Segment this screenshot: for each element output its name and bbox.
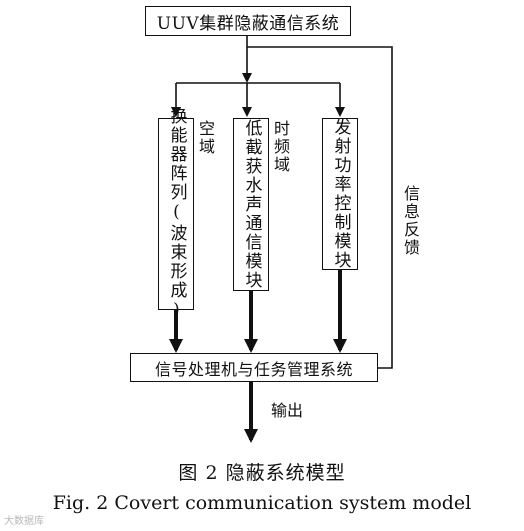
caption-english: Fig. 2 Covert communication system model <box>52 492 472 514</box>
module-right: 发射功率控制模块 <box>322 118 358 270</box>
label-feedback: 信息反馈 <box>401 185 420 257</box>
caption-chinese: 图 2 隐蔽系统模型 <box>178 462 346 484</box>
label-spatial-domain: 空域 <box>196 120 215 156</box>
watermark-logo: 大数据库 <box>4 516 44 527</box>
module-left: 换能器阵列(波束形成) <box>158 106 194 322</box>
top-box-label: UUV集群隐蔽通信系统 <box>156 13 340 34</box>
feedback-loop <box>247 46 393 369</box>
module-right-label: 发射功率控制模块 <box>330 118 351 270</box>
module-mid-label: 低截获水声通信模块 <box>241 119 262 290</box>
bottom-box: 信号处理机与任务管理系统 <box>130 353 378 382</box>
label-time-frequency-domain: 时频域 <box>271 120 290 174</box>
module-mid: 低截获水声通信模块 <box>233 118 269 291</box>
module-left-label: 换能器阵列(波束形成) <box>166 106 187 322</box>
output-label: 输出 <box>271 401 304 420</box>
bottom-box-label: 信号处理机与任务管理系统 <box>154 359 353 379</box>
top-box: UUV集群隐蔽通信系统 <box>145 6 351 36</box>
